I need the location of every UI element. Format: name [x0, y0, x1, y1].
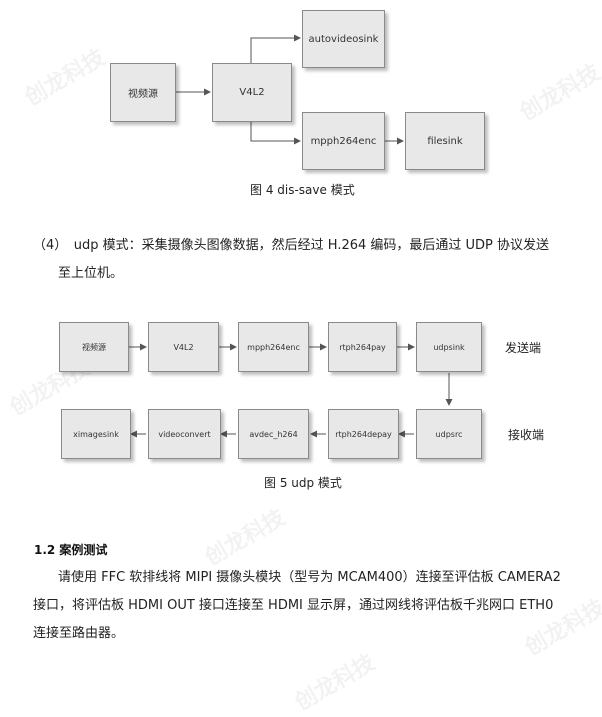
fig5-send-mpph264enc: mpph264enc: [238, 322, 309, 372]
fig5-send-udpsink: udpsink: [416, 322, 482, 372]
watermark: 创龙科技: [200, 505, 290, 571]
fig4-box-mpph264enc: mpph264enc: [302, 112, 385, 170]
send-side-label: 发送端: [505, 341, 542, 355]
fig4-box-autovideosink: autovideosink: [302, 10, 385, 68]
watermark: 创龙科技: [515, 60, 602, 126]
figure5-caption: 图 5 udp 模式: [264, 476, 342, 490]
fig5-recv-ximagesink: ximagesink: [61, 409, 131, 459]
fig4-box-v4l2: V4L2: [212, 63, 292, 122]
watermark: 创龙科技: [20, 45, 110, 111]
watermark: 创龙科技: [290, 650, 380, 716]
fig4-box-source: 视频源: [110, 63, 176, 122]
fig5-recv-rtph264depay: rtph264depay: [328, 409, 399, 459]
recv-side-label: 接收端: [508, 428, 545, 442]
section-heading: 1.2 案例测试: [34, 543, 108, 557]
fig5-send-source: 视频源: [59, 322, 129, 372]
fig4-box-filesink: filesink: [405, 112, 485, 170]
udp-mode-paragraph-line2: 至上位机。: [58, 266, 124, 281]
fig5-recv-videoconvert: videoconvert: [148, 409, 221, 459]
section-line1: 请使用 FFC 软排线将 MIPI 摄像头模块（型号为 MCAM400）连接至评…: [58, 570, 561, 585]
section-line2: 接口，将评估板 HDMI OUT 接口连接至 HDMI 显示屏，通过网线将评估板…: [33, 598, 554, 613]
fig5-send-v4l2: V4L2: [148, 322, 219, 372]
fig5-recv-udpsrc: udpsrc: [416, 409, 482, 459]
fig5-send-rtph264pay: rtph264pay: [328, 322, 397, 372]
fig5-recv-avdec-h264: avdec_h264: [238, 409, 309, 459]
udp-mode-paragraph-line1: （4） udp 模式：采集摄像头图像数据，然后经过 H.264 编码，最后通过 …: [33, 238, 550, 253]
section-line3: 连接至路由器。: [33, 626, 125, 641]
figure4-caption: 图 4 dis-save 模式: [250, 183, 355, 197]
